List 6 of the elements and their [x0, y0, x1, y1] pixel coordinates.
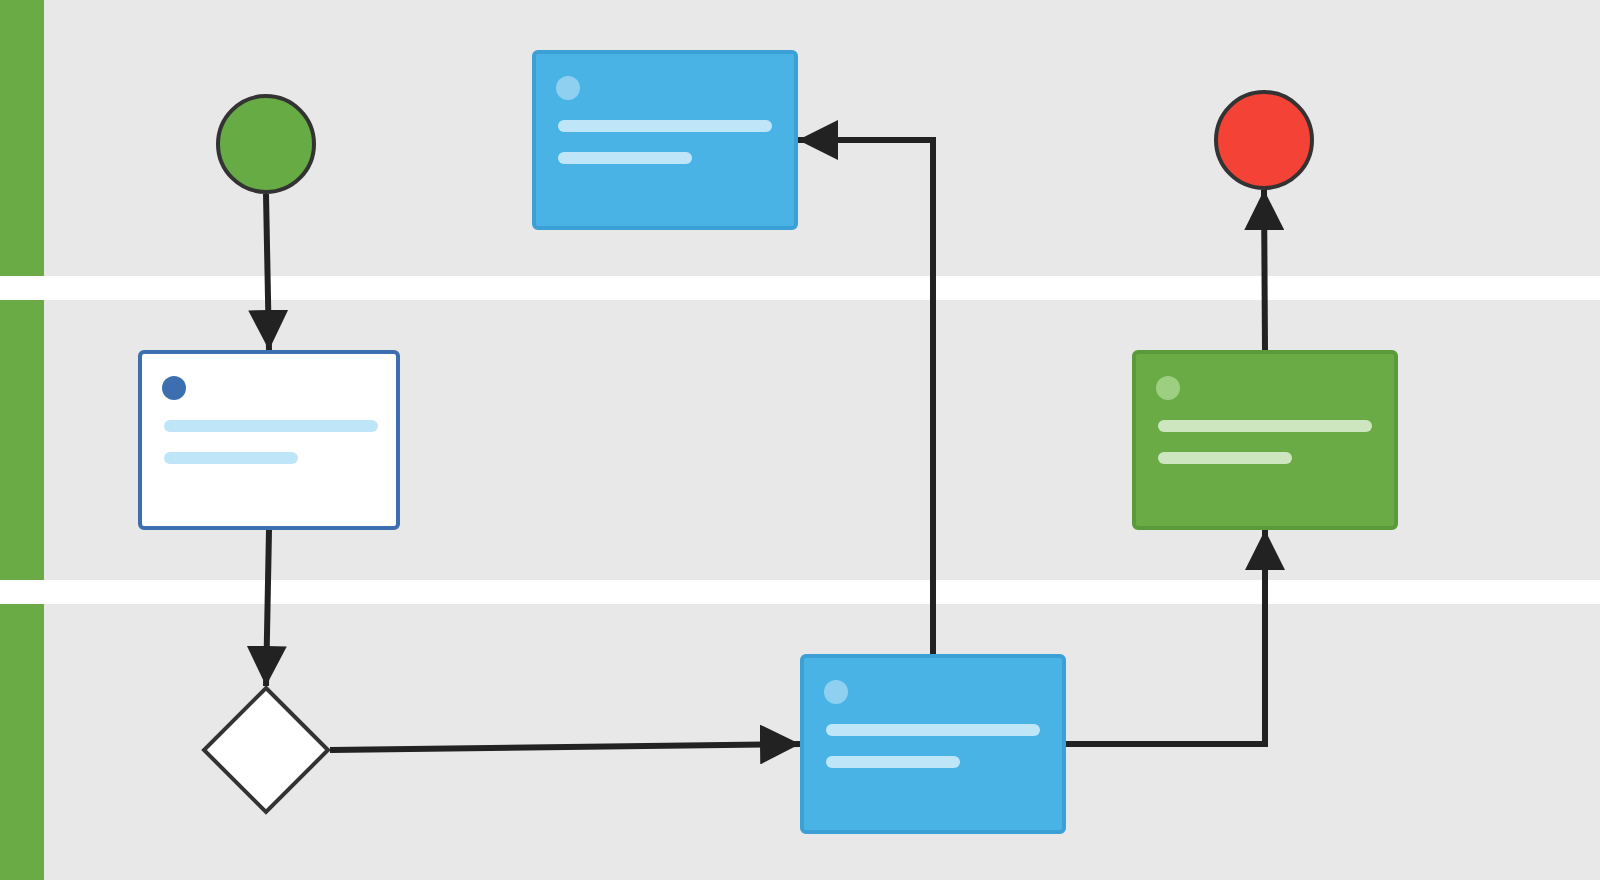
arrow — [798, 120, 936, 654]
arrow — [329, 724, 801, 765]
arrow — [246, 529, 287, 687]
arrow — [248, 193, 289, 351]
arrow — [1066, 530, 1285, 747]
arrow — [1244, 189, 1285, 351]
